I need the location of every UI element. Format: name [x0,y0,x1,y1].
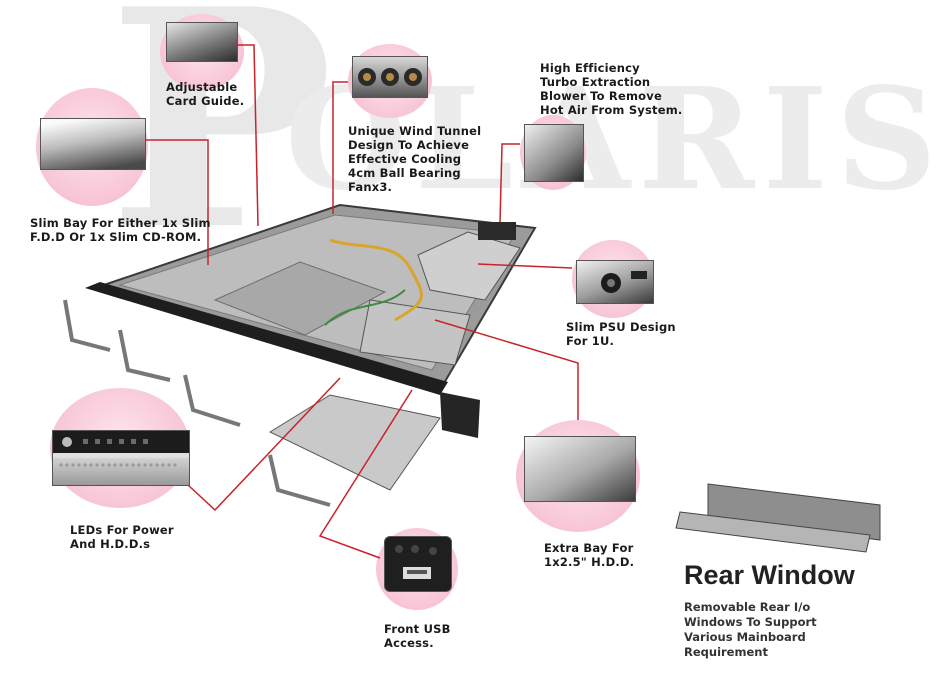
leader-slim-bay [146,139,209,265]
leader-wind-tunnel [332,81,348,214]
usb-icon [395,545,437,579]
blower-photo [524,124,584,182]
handle-2 [118,329,171,382]
callout-front-usb: Front USB Access. [384,622,451,650]
callout-extra-bay: Extra Bay For 1x2.5" H.D.D. [544,541,635,569]
leader-psu [477,263,573,269]
blower-unit [478,222,516,240]
card-guide-photo [166,22,238,62]
hdd-bay [359,299,471,366]
psu-fan-icon [601,271,647,293]
fan-photo [352,56,428,98]
cable-bundle-2 [324,289,406,326]
callout-slim-psu: Slim PSU Design For 1U. [566,320,676,348]
led-panel-photo [52,430,190,486]
slim-bay-photo [40,118,146,170]
front-bezel [85,282,448,395]
front-drawer [268,394,441,491]
extra-bay-photo [524,436,636,502]
usb-port-photo [384,536,452,592]
fans-icon [358,68,422,86]
cable-bundle [329,238,423,322]
rack-ear [440,392,480,438]
callout-leds: LEDs For Power And H.D.D.s [70,523,174,551]
leader-card-guide [236,44,259,227]
rear-window-panel-back [707,483,881,541]
rear-window-title: Rear Window [684,560,855,590]
psu-block [417,231,521,301]
callout-card-guide: Adjustable Card Guide. [166,80,245,108]
psu-photo [576,260,654,304]
callout-slim-bay: Slim Bay For Either 1x Slim F.D.D Or 1x … [30,216,211,244]
handle-4 [268,454,331,507]
handle-3 [183,374,241,427]
rear-window-panel-front [675,511,871,553]
mainboard-area [213,261,387,336]
leader-usb [318,389,413,559]
handle-1 [63,299,111,352]
callout-wind-tunnel: Unique Wind Tunnel Design To Achieve Eff… [348,124,482,194]
callout-blower: High Efficiency Turbo Extraction Blower … [540,61,683,117]
leader-blower [499,143,520,223]
leader-extra-bay [434,319,579,420]
leader-leds [187,377,341,512]
led-panel-icon [53,431,189,467]
rear-window-description: Removable Rear I/o Windows To Support Va… [684,600,817,659]
